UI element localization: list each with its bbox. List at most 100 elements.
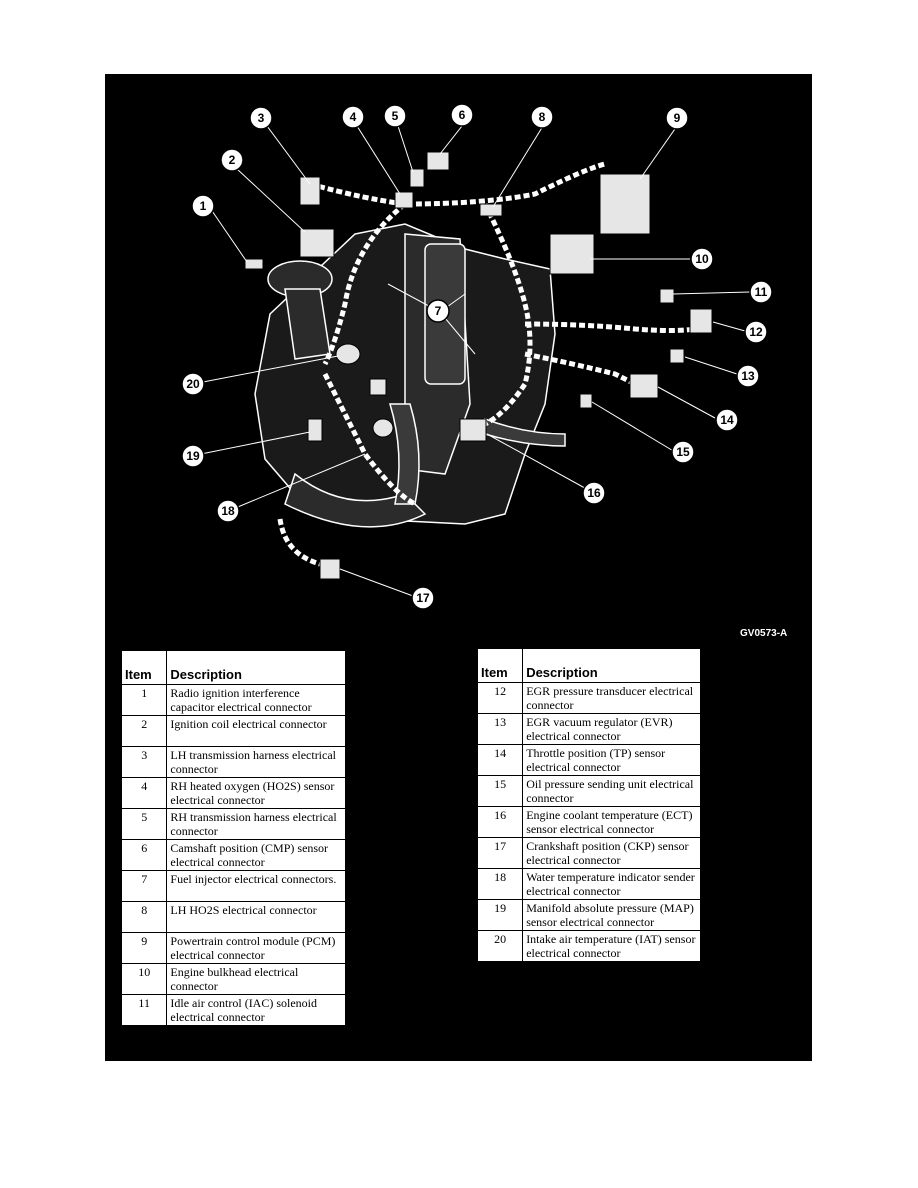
callout-markers: 1 2 3 4 5 6 7 8 9 10 11 12 13 14 15 16 1… (181, 103, 773, 610)
callout-15: 15 (671, 440, 695, 464)
item-description: Radio ignition interference capacitor el… (166, 684, 346, 716)
column-header-item: Item (476, 648, 524, 683)
item-number: 20 (476, 930, 524, 962)
callout-11: 11 (749, 280, 773, 304)
item-description: EGR vacuum regulator (EVR) electrical co… (522, 713, 701, 745)
svg-text:3: 3 (258, 111, 265, 125)
svg-text:12: 12 (749, 325, 763, 339)
callout-4: 4 (341, 105, 365, 129)
item-description: LH HO2S electrical connector (166, 901, 346, 933)
item-number: 3 (120, 746, 168, 778)
item-description: Idle air control (IAC) solenoid electric… (166, 994, 346, 1026)
svg-text:16: 16 (587, 486, 601, 500)
callout-19: 19 (181, 444, 205, 468)
table-header-row: Item Description (120, 650, 346, 685)
item-number: 1 (120, 684, 168, 716)
callout-16: 16 (582, 481, 606, 505)
item-description: RH heated oxygen (HO2S) sensor electrica… (166, 777, 346, 809)
column-header-description: Description (166, 650, 346, 685)
callout-20: 20 (181, 372, 205, 396)
item-description: Throttle position (TP) sensor electrical… (522, 744, 701, 776)
item-description: EGR pressure transducer electrical conne… (522, 682, 701, 714)
svg-text:10: 10 (695, 252, 709, 266)
item-number: 15 (476, 775, 524, 807)
item-description: Fuel injector electrical connectors. (166, 870, 346, 902)
item-description: Powertrain control module (PCM) electric… (166, 932, 346, 964)
callout-9: 9 (665, 106, 689, 130)
table-header-row: Item Description (476, 648, 701, 683)
svg-text:6: 6 (459, 108, 466, 122)
item-description: Oil pressure sending unit electrical con… (522, 775, 701, 807)
item-description: Engine coolant temperature (ECT) sensor … (522, 806, 701, 838)
figure-code: GV0573-A (740, 628, 788, 639)
svg-text:18: 18 (221, 504, 235, 518)
svg-text:1: 1 (200, 199, 207, 213)
callout-18: 18 (216, 499, 240, 523)
svg-text:5: 5 (392, 109, 399, 123)
wiring-harness (277, 161, 696, 567)
svg-text:14: 14 (720, 413, 734, 427)
svg-text:11: 11 (755, 285, 768, 299)
item-description: Engine bulkhead electrical connector (166, 963, 346, 995)
item-description: Camshaft position (CMP) sensor electrica… (166, 839, 346, 871)
item-number: 10 (120, 963, 168, 995)
item-number: 17 (476, 837, 524, 869)
item-description: LH transmission harness electrical conne… (166, 746, 346, 778)
item-number: 5 (120, 808, 168, 840)
callout-7: 7 (426, 299, 450, 323)
item-number: 13 (476, 713, 524, 745)
item-number: 2 (120, 715, 168, 747)
item-description: Manifold absolute pressure (MAP) sensor … (522, 899, 701, 931)
svg-text:2: 2 (229, 153, 236, 167)
item-description: Water temperature indicator sender elect… (522, 868, 701, 900)
item-number: 12 (476, 682, 524, 714)
item-number: 14 (476, 744, 524, 776)
callout-1: 1 (191, 194, 215, 218)
item-number: 19 (476, 899, 524, 931)
item-description: RH transmission harness electrical conne… (166, 808, 346, 840)
column-header-item: Item (120, 650, 168, 685)
callout-6: 6 (450, 103, 474, 127)
svg-text:17: 17 (416, 591, 430, 605)
callout-17: 17 (411, 586, 435, 610)
item-description: Ignition coil electrical connector (166, 715, 346, 747)
item-description: Crankshaft position (CKP) sensor electri… (522, 837, 701, 869)
callout-8: 8 (530, 105, 554, 129)
item-number: 8 (120, 901, 168, 933)
callout-14: 14 (715, 408, 739, 432)
engine-harness-diagram: 1 2 3 4 5 6 7 8 9 10 11 12 13 14 15 16 1… (181, 103, 773, 610)
engine-illustration (254, 223, 566, 528)
item-description: Intake air temperature (IAT) sensor elec… (522, 930, 701, 962)
item-number: 6 (120, 839, 168, 871)
svg-text:4: 4 (350, 110, 357, 124)
callout-13: 13 (736, 364, 760, 388)
item-number: 9 (120, 932, 168, 964)
item-number: 7 (120, 870, 168, 902)
callout-2: 2 (220, 148, 244, 172)
svg-text:19: 19 (186, 449, 200, 463)
svg-text:15: 15 (676, 445, 690, 459)
figure-panel: 1 2 3 4 5 6 7 8 9 10 11 12 13 14 15 16 1… (105, 74, 812, 1061)
callout-3: 3 (249, 106, 273, 130)
